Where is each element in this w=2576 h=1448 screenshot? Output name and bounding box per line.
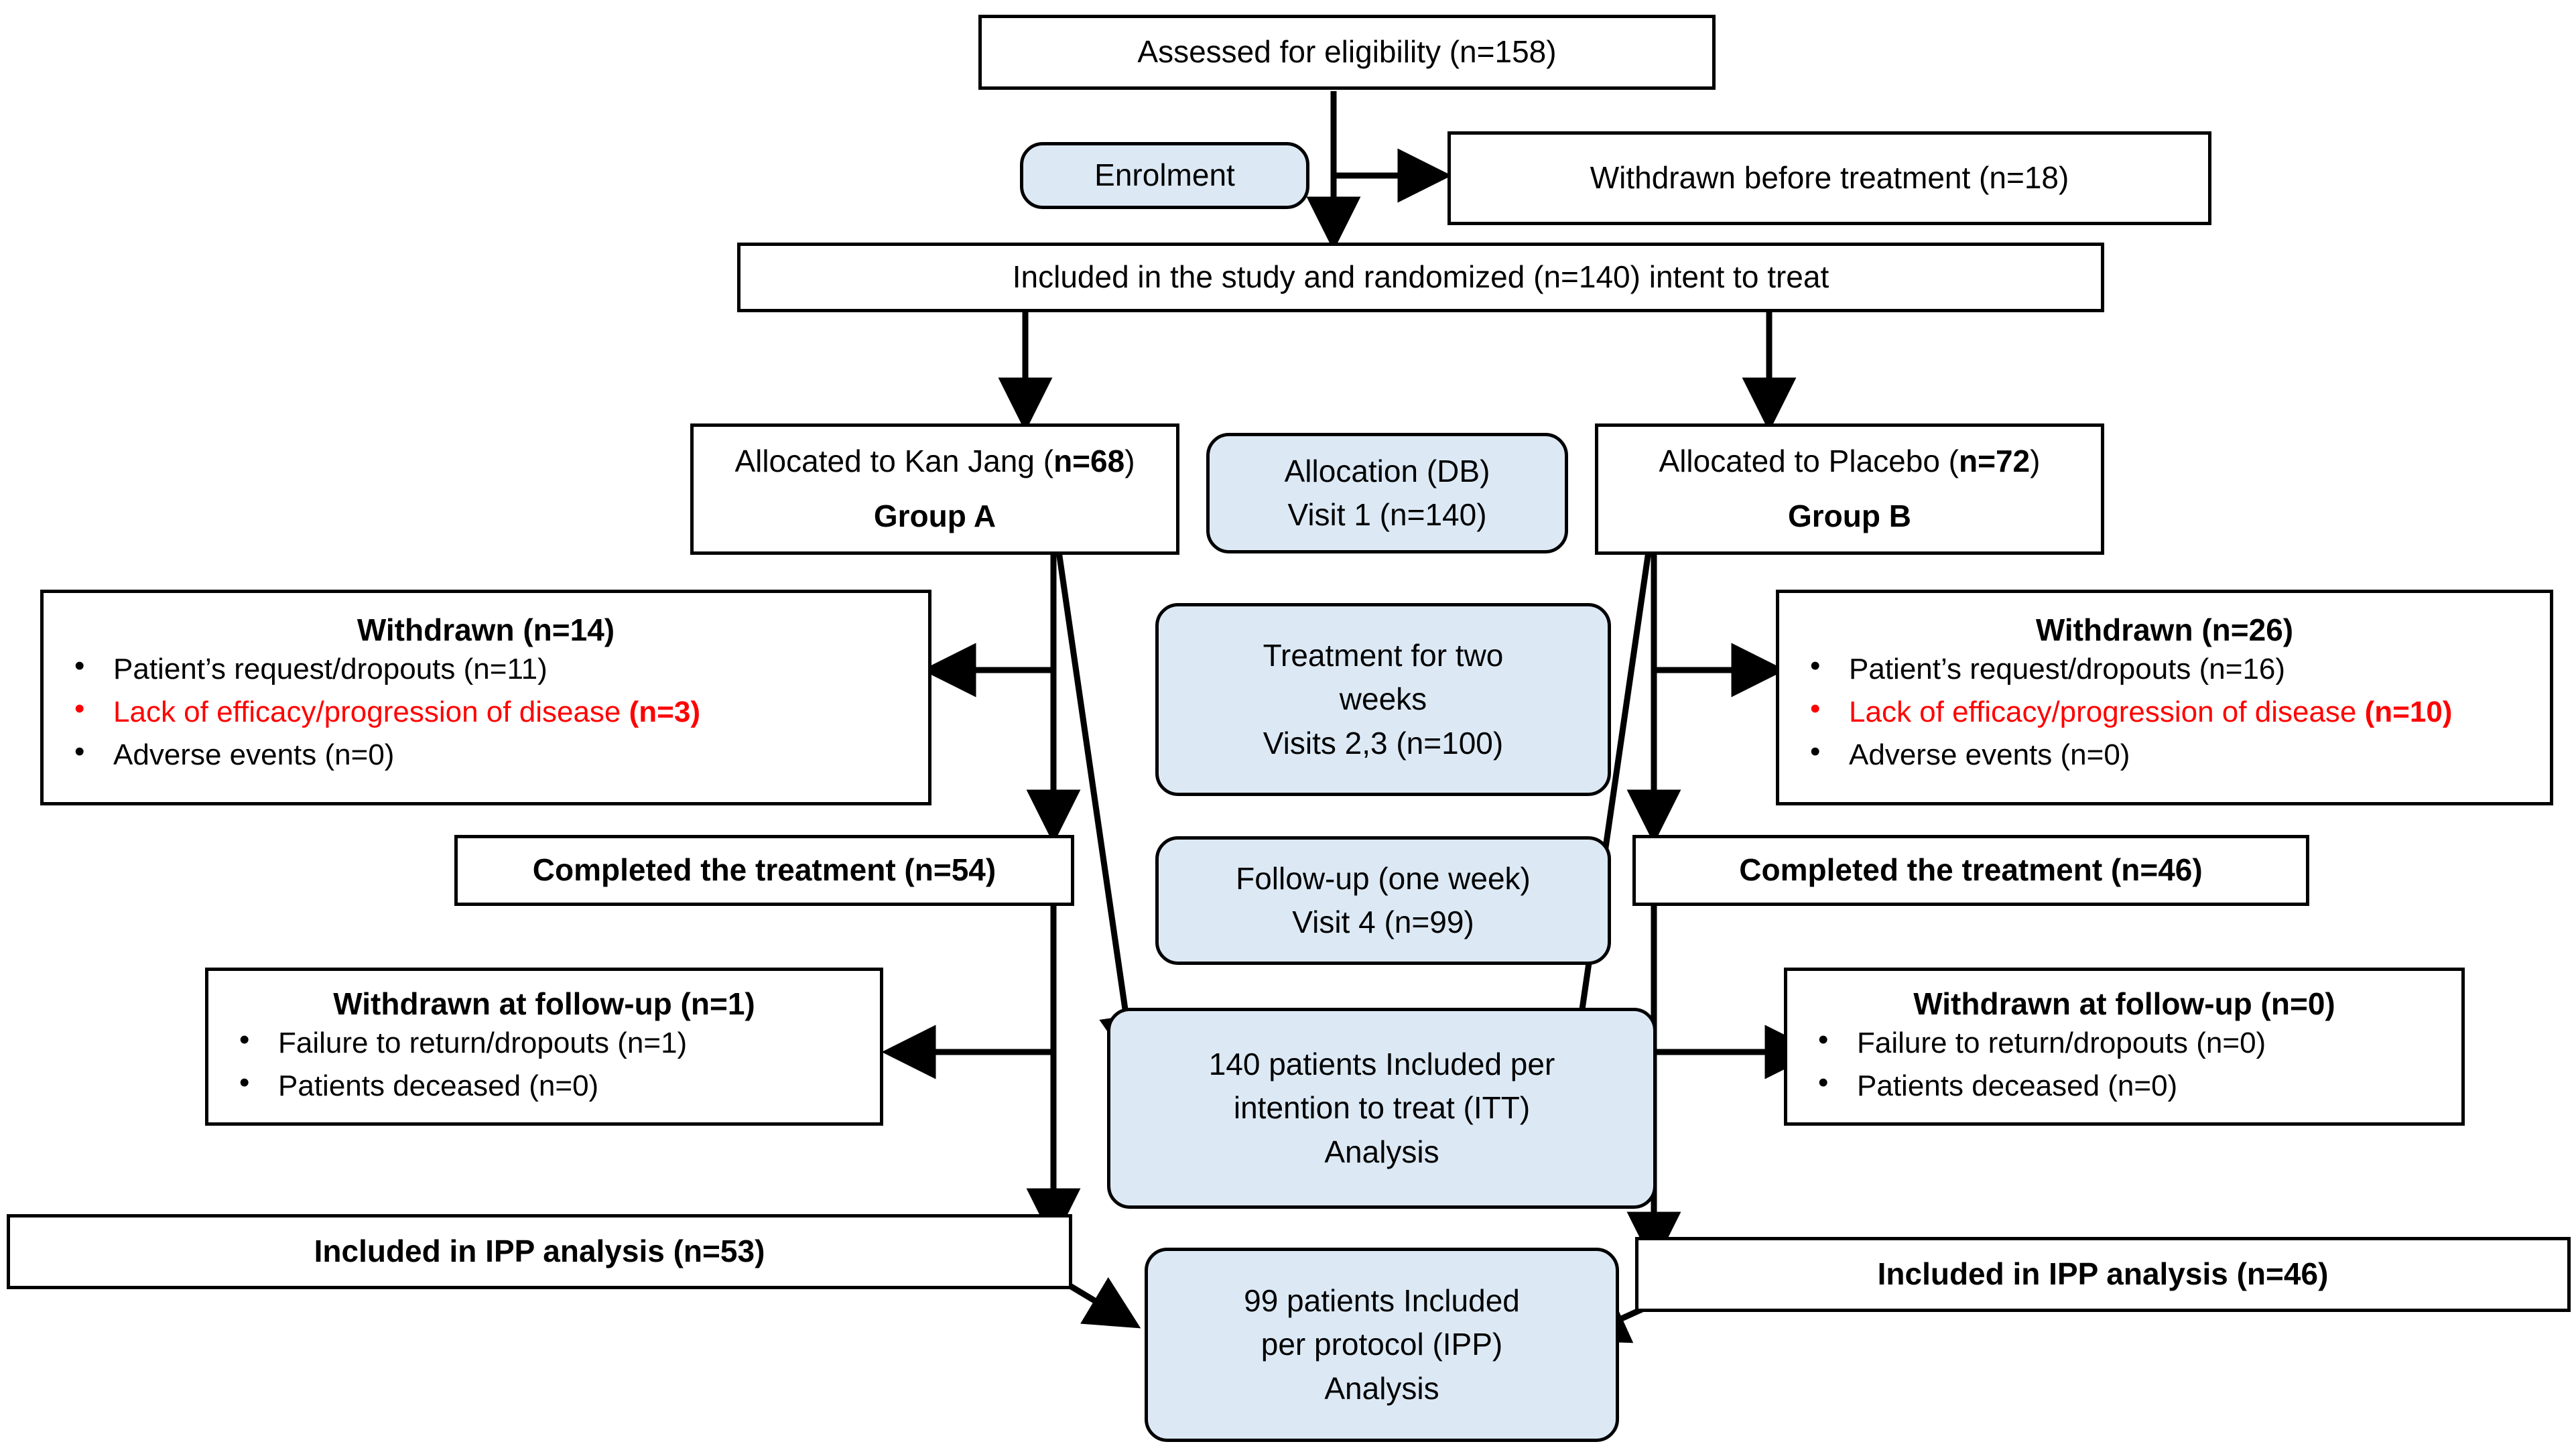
group-a-allocated-n: n=68 (1053, 444, 1125, 479)
group-b-allocated-label: Allocated to Placebo (n=72) (1659, 442, 2041, 482)
list-item: Failure to return/dropouts (n=0) (1787, 1022, 2461, 1065)
list-item: Patient’s request/dropouts (n=11) (44, 648, 928, 691)
list-item: Patients deceased (n=0) (208, 1065, 880, 1108)
assessed-label: Assessed for eligibility (n=158) (1137, 34, 1557, 70)
itt-line2: intention to treat (ITT) (1233, 1090, 1531, 1126)
list-item: Lack of efficacy/progression of disease … (44, 691, 928, 734)
stage-followup-line1: Follow-up (one week) (1236, 860, 1531, 896)
group-a-allocated-suffix: ) (1124, 444, 1135, 479)
group-a-allocated-prefix: Allocated to Kan Jang ( (734, 444, 1054, 479)
stage-followup: Follow-up (one week) Visit 4 (n=99) (1155, 836, 1611, 965)
withdrawn-a-list: Patient’s request/dropouts (n=11) Lack o… (44, 648, 928, 777)
ipp-line1: 99 patients Included (1244, 1283, 1520, 1319)
box-itt-analysis: 140 patients Included per intention to t… (1107, 1008, 1657, 1209)
list-item: Failure to return/dropouts (n=1) (208, 1022, 880, 1065)
ipp-included-b-label: Included in IPP analysis (n=46) (1877, 1256, 2329, 1292)
list-item: Adverse events (n=0) (1779, 734, 2550, 777)
withdrawn-a-header: Withdrawn (n=14) (357, 612, 615, 647)
ipp-included-a-label: Included in IPP analysis (n=53) (314, 1234, 765, 1269)
stage-allocation-line2: Visit 1 (n=140) (1287, 497, 1487, 532)
list-item: Patient’s request/dropouts (n=16) (1779, 648, 2550, 691)
box-included-randomized: Included in the study and randomized (n=… (737, 243, 2104, 312)
stage-allocation-line1: Allocation (DB) (1284, 453, 1490, 488)
itt-line1: 140 patients Included per (1208, 1047, 1555, 1082)
ipp-line3: Analysis (1324, 1370, 1439, 1406)
stage-followup-line2: Visit 4 (n=99) (1292, 905, 1474, 939)
box-completed-treatment-b: Completed the treatment (n=46) (1632, 835, 2309, 906)
followup-withdrawn-b-list: Failure to return/dropouts (n=0) Patient… (1787, 1022, 2461, 1108)
stage-treatment-line2: weeks (1339, 681, 1427, 717)
box-completed-treatment-a: Completed the treatment (n=54) (454, 835, 1074, 906)
box-assessed-for-eligibility: Assessed for eligibility (n=158) (978, 15, 1716, 90)
box-withdrawn-group-a: Withdrawn (n=14) Patient’s request/dropo… (40, 590, 931, 805)
stage-enrolment-label: Enrolment (1094, 157, 1235, 193)
stage-treatment-line3: Visits 2,3 (n=100) (1263, 725, 1504, 761)
group-a-name-label: Group A (873, 499, 996, 533)
ipp-line2: per protocol (IPP) (1261, 1327, 1503, 1362)
followup-withdrawn-b-header: Withdrawn at follow-up (n=0) (1913, 986, 2335, 1021)
followup-withdrawn-a-list: Failure to return/dropouts (n=1) Patient… (208, 1022, 880, 1108)
box-group-b-allocation: Allocated to Placebo (n=72) Group B (1595, 423, 2104, 555)
box-withdrawn-before-treatment: Withdrawn before treatment (n=18) (1447, 131, 2211, 225)
list-item: Adverse events (n=0) (44, 734, 928, 777)
group-b-allocated-prefix: Allocated to Placebo ( (1659, 444, 1959, 479)
stage-treatment-line1: Treatment for two (1263, 638, 1504, 673)
itt-line3: Analysis (1324, 1134, 1439, 1169)
stage-enrolment: Enrolment (1020, 142, 1309, 209)
box-ipp-analysis: 99 patients Included per protocol (IPP) … (1145, 1248, 1619, 1442)
group-b-allocated-n: n=72 (1959, 444, 2031, 479)
box-followup-withdrawn-b: Withdrawn at follow-up (n=0) Failure to … (1784, 968, 2465, 1126)
followup-withdrawn-a-header: Withdrawn at follow-up (n=1) (333, 986, 755, 1021)
randomized-label: Included in the study and randomized (n=… (1012, 259, 1829, 295)
box-followup-withdrawn-a: Withdrawn at follow-up (n=1) Failure to … (205, 968, 883, 1126)
stage-allocation: Allocation (DB) Visit 1 (n=140) (1206, 433, 1568, 553)
list-item: Patients deceased (n=0) (1787, 1065, 2461, 1108)
group-a-allocated-label: Allocated to Kan Jang (n=68) (734, 442, 1135, 482)
box-withdrawn-group-b: Withdrawn (n=26) Patient’s request/dropo… (1776, 590, 2553, 805)
withdrawn-before-label: Withdrawn before treatment (n=18) (1590, 160, 2069, 196)
box-group-a-allocation: Allocated to Kan Jang (n=68) Group A (690, 423, 1179, 555)
stage-treatment: Treatment for two weeks Visits 2,3 (n=10… (1155, 603, 1611, 796)
box-ipp-included-a: Included in IPP analysis (n=53) (7, 1214, 1072, 1289)
withdrawn-b-header: Withdrawn (n=26) (2035, 612, 2294, 647)
completed-b-label: Completed the treatment (n=46) (1739, 852, 2203, 888)
group-b-name-label: Group B (1788, 499, 1911, 533)
box-ipp-included-b: Included in IPP analysis (n=46) (1635, 1237, 2571, 1312)
withdrawn-b-list: Patient’s request/dropouts (n=16) Lack o… (1779, 648, 2550, 777)
group-b-allocated-suffix: ) (2030, 444, 2041, 479)
completed-a-label: Completed the treatment (n=54) (532, 852, 996, 888)
list-item: Lack of efficacy/progression of disease … (1779, 691, 2550, 734)
